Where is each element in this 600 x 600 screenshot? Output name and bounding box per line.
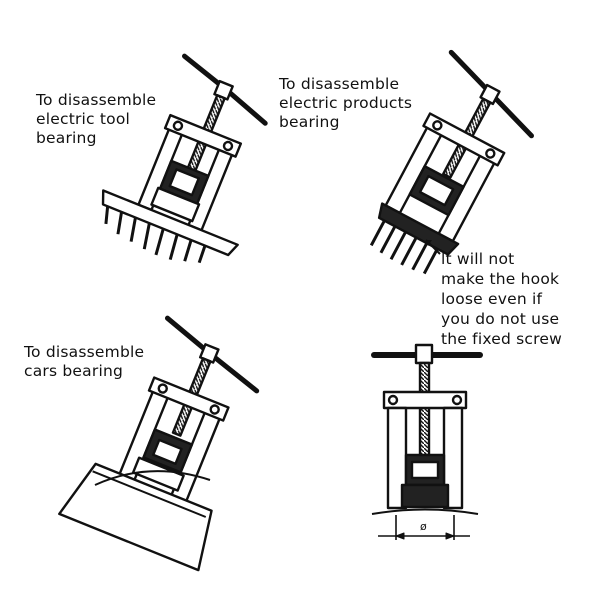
t-handle-hub xyxy=(414,343,434,365)
caption-line: bearing xyxy=(279,113,340,131)
t-handle-bar xyxy=(222,86,268,126)
caption-line: cars bearing xyxy=(24,362,124,380)
caption-line: To disassemble xyxy=(36,91,157,109)
puller-upright xyxy=(371,343,483,540)
caption-line: make the hook xyxy=(441,270,560,288)
caption-line: To disassemble xyxy=(279,75,400,93)
caption-line: bearing xyxy=(36,129,97,147)
caption-line: loose even if xyxy=(441,290,543,308)
puller-crossbar xyxy=(382,390,468,410)
puller-crossbar xyxy=(163,113,243,158)
caption-line: electric tool xyxy=(36,110,131,128)
dimension-symbol: ø xyxy=(420,520,427,533)
caption-electric-tool: To disassemble electric tool bearing xyxy=(36,91,156,148)
caption-electric-products: To disassemble electric products bearing xyxy=(279,75,412,132)
caption-line: lt will not xyxy=(441,250,515,268)
puller-cars xyxy=(58,315,260,572)
caption-line: electric products xyxy=(279,94,413,112)
caption-hook-note: lt will not make the hook loose even if … xyxy=(441,249,562,349)
puller-electric-products xyxy=(369,49,534,275)
caption-cars: To disassemble cars bearing xyxy=(24,343,144,381)
caption-line: you do not use xyxy=(441,310,560,328)
caption-line: To disassemble xyxy=(24,343,145,361)
caption-line: the fixed screw xyxy=(441,330,562,348)
puller-electric-tool xyxy=(101,53,268,264)
